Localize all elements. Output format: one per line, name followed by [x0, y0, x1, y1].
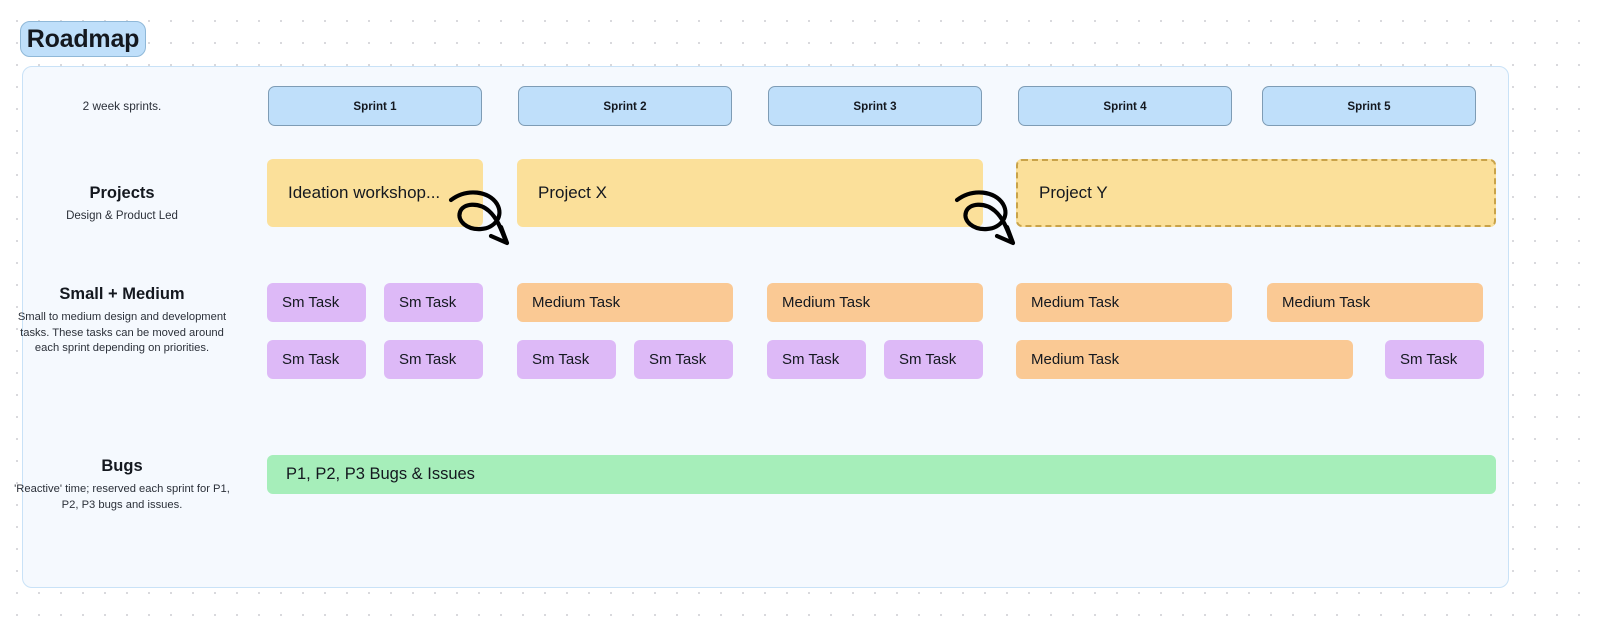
- task-chip[interactable]: Sm Task: [1385, 340, 1484, 379]
- roadmap-canvas-panel: [22, 66, 1509, 588]
- task-label: Medium Task: [1031, 293, 1120, 311]
- sprint-header-2[interactable]: Sprint 2: [518, 86, 732, 126]
- sprint-header-label: Sprint 2: [603, 99, 647, 113]
- project-bar-ideation[interactable]: Ideation workshop...: [267, 159, 483, 227]
- sprint-header-1[interactable]: Sprint 1: [268, 86, 482, 126]
- row-subtitle: Design & Product Led: [66, 209, 178, 222]
- task-chip[interactable]: Sm Task: [634, 340, 733, 379]
- task-label: Sm Task: [532, 350, 590, 368]
- task-label: Sm Task: [899, 350, 957, 368]
- row-label-bugs: Bugs 'Reactive' time; reserved each spri…: [8, 456, 236, 513]
- sprint-header-label: Sprint 5: [1347, 99, 1391, 113]
- sprint-cadence-note: 2 week sprints.: [82, 99, 162, 113]
- project-bar-label: Project Y: [1039, 182, 1108, 202]
- roadmap-title-text: Roadmap: [26, 24, 140, 53]
- task-label: Medium Task: [1282, 293, 1371, 311]
- task-chip[interactable]: Sm Task: [384, 340, 483, 379]
- row-label-small-medium: Small + Medium Small to medium design an…: [8, 284, 236, 357]
- task-label: Sm Task: [1400, 350, 1458, 368]
- task-label: Sm Task: [282, 350, 340, 368]
- task-chip[interactable]: Sm Task: [267, 283, 366, 322]
- task-chip[interactable]: Medium Task: [1267, 283, 1483, 322]
- roadmap-title-badge[interactable]: Roadmap: [20, 21, 146, 57]
- sprint-header-4[interactable]: Sprint 4: [1018, 86, 1232, 126]
- project-bar-label: Ideation workshop...: [288, 182, 441, 202]
- bugs-bar[interactable]: P1, P2, P3 Bugs & Issues: [267, 455, 1496, 494]
- task-label: Sm Task: [282, 293, 340, 311]
- task-chip[interactable]: Medium Task: [517, 283, 733, 322]
- task-label: Medium Task: [782, 293, 871, 311]
- task-chip[interactable]: Sm Task: [384, 283, 483, 322]
- task-label: Sm Task: [782, 350, 840, 368]
- row-title: Projects: [89, 184, 155, 202]
- task-label: Sm Task: [399, 350, 457, 368]
- task-chip[interactable]: Sm Task: [767, 340, 866, 379]
- row-label-projects: Projects Design & Product Led: [8, 183, 236, 224]
- row-subtitle: Small to medium design and development t…: [17, 310, 227, 355]
- project-bar-project-y[interactable]: Project Y: [1016, 159, 1496, 227]
- project-bar-label: Project X: [538, 182, 607, 202]
- sprint-header-label: Sprint 3: [853, 99, 897, 113]
- task-chip[interactable]: Medium Task: [767, 283, 983, 322]
- task-label: Sm Task: [399, 293, 457, 311]
- task-label: Medium Task: [1031, 350, 1120, 368]
- sprint-header-3[interactable]: Sprint 3: [768, 86, 982, 126]
- sprint-header-label: Sprint 4: [1103, 99, 1147, 113]
- task-chip[interactable]: Sm Task: [884, 340, 983, 379]
- row-title: Small + Medium: [59, 285, 185, 303]
- row-subtitle: 'Reactive' time; reserved each sprint fo…: [14, 482, 230, 511]
- task-label: Sm Task: [649, 350, 707, 368]
- project-bar-project-x[interactable]: Project X: [517, 159, 983, 227]
- task-chip[interactable]: Sm Task: [267, 340, 366, 379]
- task-chip[interactable]: Sm Task: [517, 340, 616, 379]
- task-chip[interactable]: Medium Task: [1016, 340, 1353, 379]
- sprint-header-5[interactable]: Sprint 5: [1262, 86, 1476, 126]
- sprint-header-label: Sprint 1: [353, 99, 397, 113]
- task-chip[interactable]: Medium Task: [1016, 283, 1232, 322]
- task-label: Medium Task: [532, 293, 621, 311]
- row-title: Bugs: [101, 457, 143, 475]
- bugs-bar-label: P1, P2, P3 Bugs & Issues: [286, 464, 475, 483]
